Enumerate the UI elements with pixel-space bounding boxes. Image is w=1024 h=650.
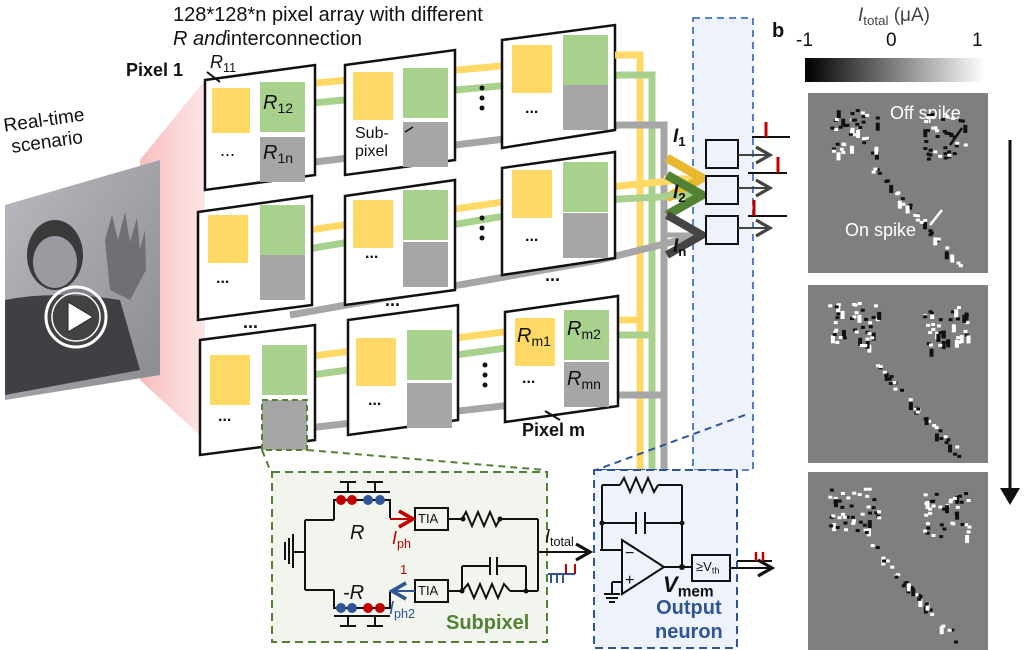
off-spike-label: Off spike	[890, 103, 961, 123]
ellipsis: ...	[525, 228, 539, 245]
tia-label-top: TIA	[418, 511, 439, 526]
output-spikes	[754, 552, 765, 561]
ellipsis: ...	[216, 270, 230, 287]
pixel-1-label: Pixel 1	[126, 60, 184, 80]
panel-b-letter: b	[772, 20, 785, 42]
subpixel-annotation: Sub-pixel	[355, 125, 389, 160]
colorbar-tick-min: -1	[796, 30, 813, 51]
play-circle-icon[interactable]	[44, 285, 108, 349]
tia-label-bottom: TIA	[418, 583, 439, 598]
opamp-plus: +	[625, 572, 635, 589]
itotal-spikes	[548, 564, 576, 583]
current-in-label: In	[673, 236, 687, 259]
r11-label: R11	[210, 52, 237, 75]
colorbar-title: Itotal (μA)	[858, 5, 930, 28]
pixel-r1c2	[343, 48, 457, 177]
on-spike-label: On spike	[845, 220, 917, 240]
scenario-photo[interactable]	[5, 160, 160, 400]
charge-carriers	[336, 495, 385, 613]
threshold-label: ≥Vth	[696, 559, 720, 576]
itotal-label: Itotal	[545, 526, 574, 549]
colorbar-tick-mid: 0	[886, 30, 897, 51]
spike-panel-1	[808, 93, 988, 273]
pixel-r3c1	[198, 323, 317, 457]
r12-label: R12	[263, 92, 294, 117]
r1n-label: R1n	[263, 142, 294, 167]
circuit-r-label: R	[350, 522, 365, 544]
array-title-line2: R andinterconnection	[173, 28, 363, 50]
vertical-ellipsis	[479, 85, 488, 388]
ellipsis: ...	[545, 265, 561, 285]
pixel-r3c2	[346, 303, 460, 437]
pixel-1	[203, 63, 317, 192]
ellipsis: ...	[385, 290, 401, 310]
opamp-minus: −	[625, 545, 635, 562]
iph-label: Iph	[392, 528, 412, 551]
pixel-m-label: Pixel m	[522, 420, 586, 440]
current-i1-label: I1	[673, 126, 686, 149]
pixel-m	[503, 294, 620, 424]
circuit-neg-r-label: -R	[343, 582, 365, 604]
rm1-label: Rm1	[517, 325, 551, 350]
spike-panel-2	[808, 285, 988, 463]
ellipsis: ...	[525, 100, 539, 117]
ellipsis: ...	[218, 408, 232, 425]
subpixel-circuit	[284, 481, 594, 627]
spike-trains	[748, 122, 790, 217]
ellipsis: ...	[365, 245, 379, 262]
output-neuron-box	[593, 469, 738, 649]
current-i2-label: I2	[673, 182, 686, 205]
pixel-r2c1	[196, 194, 314, 322]
iph2-label: Iph2	[389, 598, 416, 621]
colorbar-tick-max: 1	[972, 30, 983, 51]
rm2-label: Rm2	[567, 318, 601, 343]
pixel-r2c3	[500, 150, 617, 277]
spike-panel-3	[808, 472, 988, 650]
colorbar	[805, 58, 985, 82]
subpixel-box-label: Subpixel	[446, 612, 530, 634]
readout-boxes	[705, 139, 739, 245]
subpixel-box	[271, 471, 548, 643]
ellipsis: ...	[522, 370, 536, 387]
rmn-label: Rmn	[567, 368, 601, 393]
array-title-line1: 128*128*n pixel array with different	[173, 4, 483, 26]
pixel-r1c3	[500, 23, 617, 150]
one-label: 1	[400, 562, 408, 577]
ellipsis: ...	[368, 392, 382, 409]
vmem-label: Vmem	[663, 572, 714, 601]
pixel-r2c2	[343, 178, 457, 307]
ellipsis: ...	[243, 312, 259, 332]
ellipsis: ...	[220, 140, 236, 160]
output-neuron-circuit	[600, 475, 776, 603]
